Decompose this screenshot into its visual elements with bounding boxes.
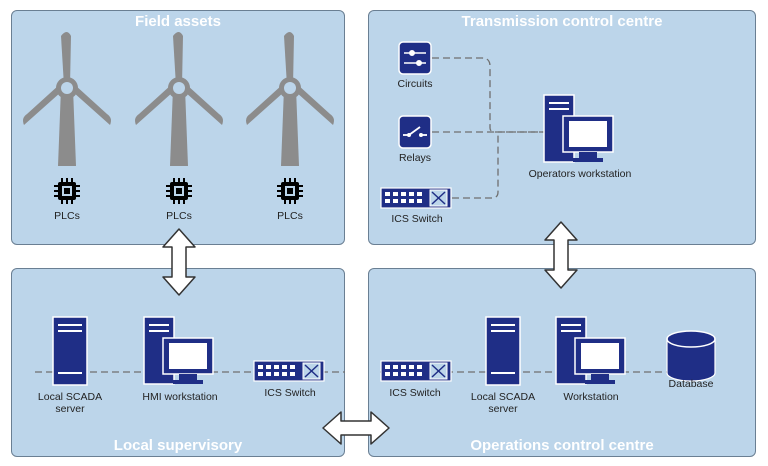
operators-workstation-icon: [543, 94, 614, 163]
relays-label: Relays: [398, 152, 432, 164]
workstation-icon: [555, 316, 626, 385]
server-icon: [52, 316, 88, 386]
local-supervisory-title: Local supervisory: [113, 437, 243, 454]
vertical-double-arrow-icon: [162, 228, 196, 296]
ics-switch-label: ICS Switch: [389, 387, 441, 399]
plc-label: PLCs: [166, 210, 192, 222]
horizontal-double-arrow-icon: [322, 411, 390, 445]
circuits-label: Circuits: [397, 78, 433, 90]
wind-turbine-icon: [135, 32, 223, 166]
plc-label: PLCs: [277, 210, 303, 222]
field-assets-title: Field assets: [135, 13, 221, 30]
database-label: Database: [668, 378, 714, 390]
plc-chip-icon: [54, 178, 80, 204]
ics-switch-icon: [253, 360, 325, 382]
workstation-label: Workstation: [563, 391, 619, 403]
circuits-link: [432, 57, 545, 133]
plc-chip-icon: [277, 178, 303, 204]
database-icon: [666, 330, 716, 382]
ics-switch-label: ICS Switch: [264, 387, 316, 399]
plc-label: PLCs: [54, 210, 80, 222]
local-scada-label: Local SCADA server: [470, 391, 536, 415]
switch-link-tcc: [452, 134, 499, 199]
operations-control-title: Operations control centre: [470, 437, 654, 454]
hmi-workstation-label: HMI workstation: [142, 391, 218, 403]
wind-turbine-icon: [23, 32, 111, 166]
circuits-icon: [398, 41, 432, 75]
ics-switch-label: ICS Switch: [391, 213, 443, 225]
hmi-workstation-icon: [143, 316, 214, 385]
operators-workstation-label: Operators workstation: [528, 168, 632, 180]
ics-switch-icon: [380, 187, 452, 209]
server-icon: [485, 316, 521, 386]
wind-turbine-icon: [246, 32, 334, 166]
relays-icon: [398, 115, 432, 149]
transmission-control-title: Transmission control centre: [461, 13, 663, 30]
local-scada-label: Local SCADA server: [37, 391, 103, 415]
vertical-double-arrow-icon: [544, 221, 578, 289]
ics-switch-icon: [380, 360, 452, 382]
plc-chip-icon: [166, 178, 192, 204]
